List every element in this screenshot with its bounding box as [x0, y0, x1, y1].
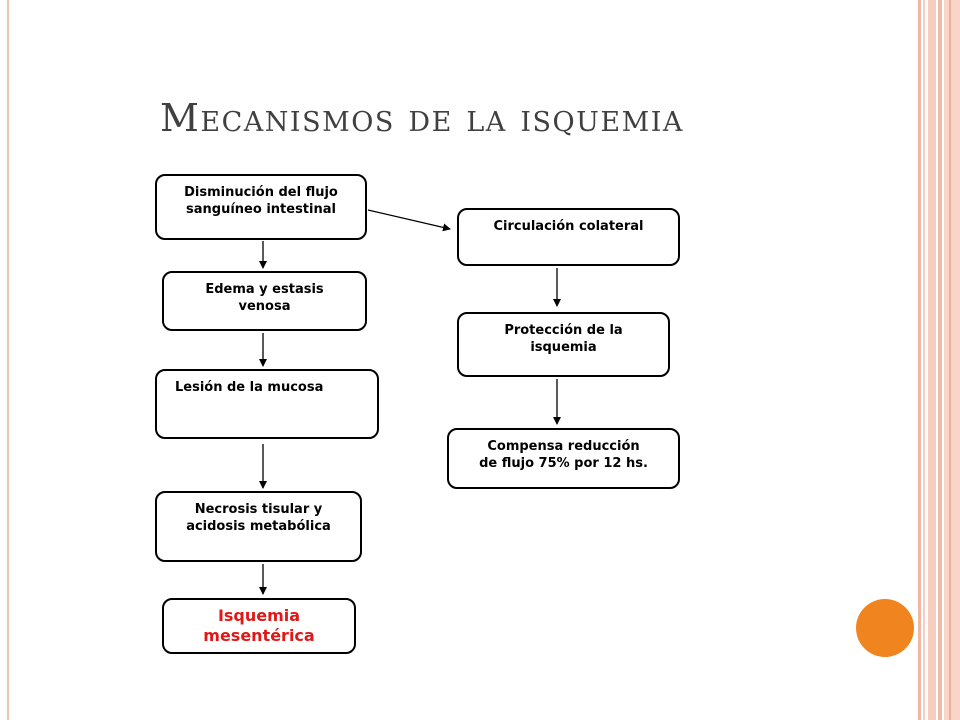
box-text-line: Compensa reducción: [487, 439, 640, 454]
box-text-line: Disminución del flujo: [184, 185, 338, 200]
right-border-stripe: [944, 0, 960, 720]
box-text-line: de flujo 75% por 12 hs.: [479, 456, 648, 471]
box-text-line: Edema y estasis: [205, 282, 324, 297]
box-mucosal-lesion: Lesión de la mucosa: [155, 369, 379, 439]
box-text-line: Protección de la: [504, 323, 623, 338]
box-mesenteric-ischemia: Isquemia mesentérica: [162, 598, 356, 654]
box-ischemia-protection: Protección de la isquemia: [457, 312, 670, 377]
box-reduced-blood-flow: Disminución del flujo sanguíneo intestin…: [155, 174, 367, 240]
box-text-line: isquemia: [530, 340, 597, 355]
box-collateral-circulation: Circulación colateral: [457, 208, 680, 266]
box-edema-venous-stasis: Edema y estasis venosa: [162, 271, 367, 331]
left-border-line: [7, 0, 9, 720]
decorative-orange-circle: [856, 599, 914, 657]
box-text-line: Lesión de la mucosa: [175, 380, 324, 395]
box-text-line: Circulación colateral: [493, 219, 644, 234]
right-border-stripe: [938, 0, 942, 720]
box-text-line: Necrosis tisular y: [194, 502, 323, 517]
slide-title: Mecanismos de la isquemia: [160, 96, 684, 140]
box-text-line: Isquemia: [217, 606, 301, 625]
right-border-stripe: [923, 0, 925, 720]
arrow-reduced-flow-to-collateral: [367, 209, 451, 232]
box-text-line: mesentérica: [203, 626, 315, 645]
right-border-stripe: [949, 0, 951, 720]
box-text-line: venosa: [238, 299, 291, 314]
box-text-line: acidosis metabólica: [186, 519, 331, 534]
box-text-line: sanguíneo intestinal: [186, 202, 336, 217]
box-necrosis-acidosis: Necrosis tisular y acidosis metabólica: [155, 491, 362, 562]
box-flow-compensation: Compensa reducción de flujo 75% por 12 h…: [447, 428, 680, 489]
right-border-stripe: [928, 0, 936, 720]
right-border-stripe: [918, 0, 921, 720]
